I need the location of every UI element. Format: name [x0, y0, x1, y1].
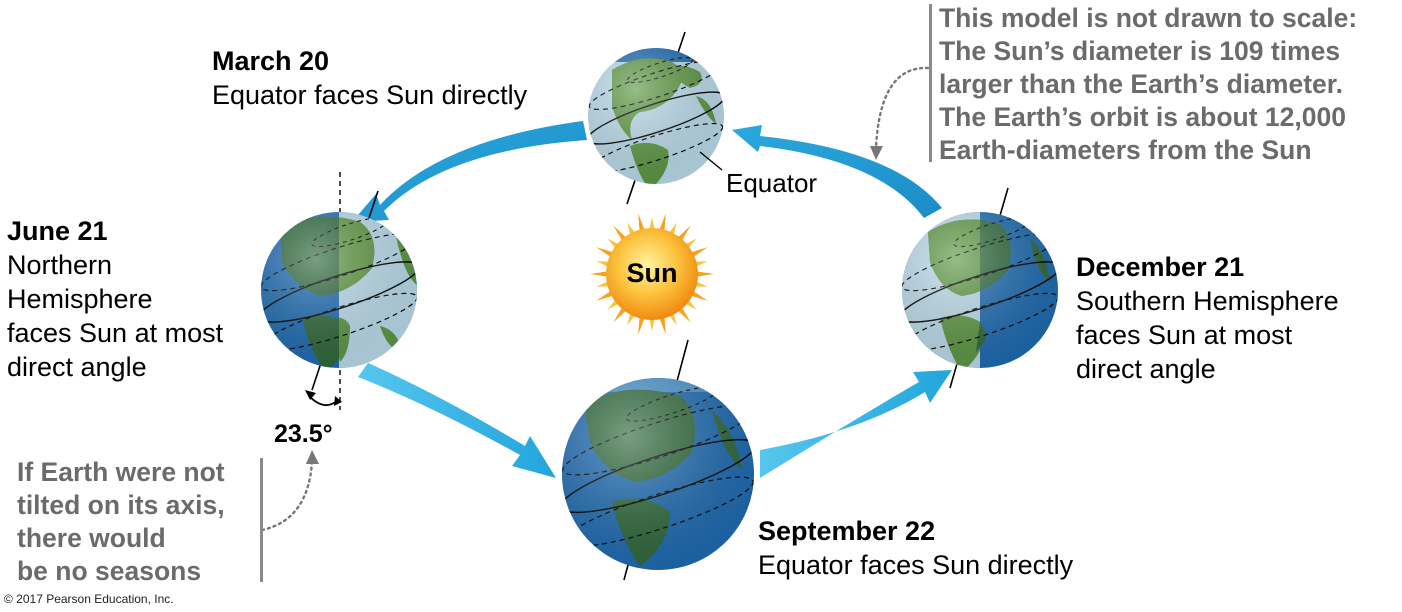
tilt-note-line: be no seasons [17, 556, 202, 586]
scale-note-line: The Earth’s orbit is about 12,000 [939, 102, 1346, 132]
sun-ray [613, 306, 627, 323]
label-june-date: June 21 [7, 216, 108, 246]
tilt-note-line: If Earth were not [17, 457, 225, 487]
sun-ray [590, 271, 609, 277]
tilt-note-line: tilted on its axis, [17, 490, 225, 520]
label-june: June 21 Northern Hemisphere faces Sun at… [7, 214, 223, 384]
sun-ray [638, 213, 645, 232]
scale-note-bar [929, 4, 932, 162]
sun-ray [690, 290, 708, 301]
scale-note-line: The Sun’s diameter is 109 times [939, 36, 1341, 66]
globe-june [261, 172, 417, 410]
sun-ray [694, 281, 708, 287]
sun-ray [677, 306, 691, 323]
sun-ray [649, 317, 655, 331]
sun-ray [695, 271, 714, 277]
orbit-arrow-june-to-september [358, 363, 556, 478]
sun-ray [596, 261, 610, 267]
sun-ray [694, 261, 708, 267]
pointer-tilt-note [260, 450, 319, 532]
orbit-arrow-march-to-june [352, 121, 587, 222]
scale-note-line: This model is not drawn to scale: [939, 3, 1358, 33]
label-december-desc-line: Southern Hemisphere [1076, 286, 1339, 316]
label-december: December 21 Southern Hemisphere faces Su… [1076, 250, 1339, 386]
label-june-desc-line: faces Sun at most [7, 318, 224, 348]
sun-label: Sun [626, 258, 678, 288]
tilt-note-line: there would [17, 523, 166, 553]
sun-ray [649, 217, 655, 231]
label-june-desc-line: Northern [7, 250, 113, 280]
label-september-date: September 22 [758, 516, 936, 546]
label-june-desc-line: Hemisphere [7, 284, 153, 314]
label-march-date: March 20 [212, 46, 330, 76]
label-september-desc: Equator faces Sun directly [758, 550, 1074, 580]
sun-ray [596, 281, 610, 287]
label-march-desc: Equator faces Sun directly [212, 80, 528, 110]
pointer-scale-note [870, 66, 930, 160]
sun-icon [590, 213, 714, 335]
scale-note-line: larger than the Earth’s diameter. [939, 69, 1344, 99]
scale-note: This model is not drawn to scale: The Su… [939, 2, 1357, 167]
scale-note-line: Earth-diameters from the Sun [939, 135, 1312, 165]
sun-ray [596, 290, 614, 301]
sun-ray [690, 247, 708, 258]
tilt-angle-label: 23.5° [274, 420, 333, 448]
label-june-desc-line: direct angle [7, 352, 147, 382]
orbit-arrow-september-to-december [760, 370, 952, 478]
sun-ray [613, 225, 627, 242]
equator-label: Equator [726, 168, 818, 198]
globe-september [562, 339, 754, 581]
label-december-desc-line: direct angle [1076, 354, 1216, 384]
copyright: © 2017 Pearson Education, Inc. [4, 592, 174, 606]
label-december-desc-line: faces Sun at most [1076, 320, 1293, 350]
label-march: March 20 Equator faces Sun directly [212, 44, 527, 112]
sun-ray [638, 316, 645, 335]
orbit-arrow-december-to-march [732, 125, 942, 218]
sun-ray [677, 225, 691, 242]
label-september: September 22 Equator faces Sun directly [758, 514, 1073, 582]
label-december-date: December 21 [1076, 252, 1245, 282]
sun-disc [606, 228, 698, 320]
sun-ray [596, 247, 614, 258]
tilt-note-bar [260, 458, 263, 582]
sun-ray [659, 213, 666, 232]
globe-march [588, 31, 724, 205]
sun-ray [659, 316, 666, 335]
globe-december [902, 187, 1058, 389]
tilt-note: If Earth were not tilted on its axis, th… [17, 456, 225, 588]
